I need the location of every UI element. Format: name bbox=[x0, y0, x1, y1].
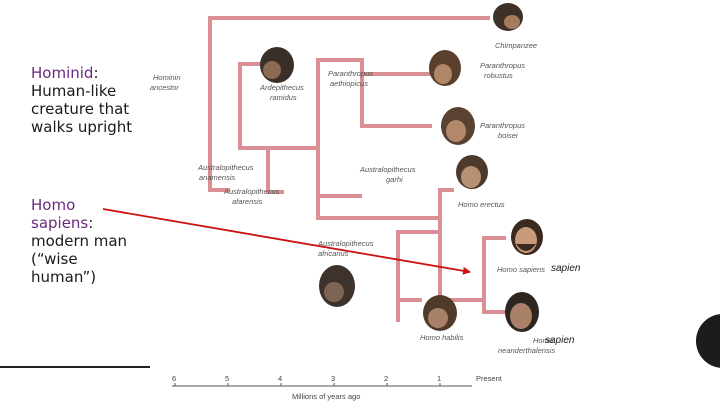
label-erectus: Homo erectus bbox=[458, 200, 505, 209]
label-anamensis-line1: Australopithecus bbox=[197, 163, 254, 172]
label-neanderthal-line1: Homo bbox=[533, 336, 553, 345]
aethiopicus-head-icon bbox=[429, 50, 461, 86]
neanderthal-head-icon bbox=[505, 292, 539, 332]
label-ardipithecus-line2: ramidus bbox=[270, 93, 297, 102]
label-habilis: Homo habilis bbox=[420, 333, 464, 342]
homo-sapiens-definition: Homo sapiens: modern man (“wise human”) bbox=[31, 196, 141, 286]
africanus-head-icon bbox=[319, 265, 355, 307]
label-hominin-ancestor-line1: Hominin bbox=[153, 73, 181, 82]
label-ardipithecus-line1: Ardepithecus bbox=[259, 83, 304, 92]
label-hominin-ancestor-line2: ancestor bbox=[150, 83, 179, 92]
tick-label-1: 1 bbox=[437, 374, 441, 383]
hominid-text: : Human-like creature that walks upright bbox=[31, 64, 133, 136]
habilis-head-icon bbox=[423, 295, 457, 331]
axis-title: Millions of years ago bbox=[292, 392, 360, 401]
label-aethiopicus-line1: Paranthropus bbox=[328, 69, 373, 78]
label-robustus-line1: Paranthropus bbox=[480, 61, 525, 70]
axis-tick-marks bbox=[174, 383, 441, 386]
species-heads bbox=[260, 3, 543, 332]
label-chimpanzee: Chimpanzee bbox=[495, 41, 537, 50]
ardipithecus-head-icon bbox=[260, 47, 294, 83]
overlay-label-sapien-2: sapien bbox=[545, 335, 575, 346]
label-anamensis-line2: anamensis bbox=[199, 173, 236, 182]
label-sapiens: Homo sapiens bbox=[497, 265, 545, 274]
label-africanus-line2: africanus bbox=[318, 249, 349, 258]
label-neanderthal-line2: neanderthalensis bbox=[498, 346, 555, 355]
label-africanus-line1: Australopithecus bbox=[317, 239, 374, 248]
homo-sapiens-term: Homo sapiens bbox=[31, 196, 89, 232]
species-labels: Chimpanzee Hominin ancestor Ardepithecus… bbox=[150, 41, 555, 355]
label-aethiopicus-line2: aethiopicus bbox=[330, 79, 368, 88]
homo-sapiens-text: : modern man (“wise human”) bbox=[31, 214, 128, 286]
label-boisei-line2: boisei bbox=[498, 131, 518, 140]
erectus-head-icon bbox=[456, 155, 488, 189]
label-garhi-line1: Australopithecus bbox=[359, 165, 416, 174]
pointer-arrow bbox=[102, 208, 471, 275]
tick-label-present: Present bbox=[476, 374, 503, 383]
hominid-term: Hominid bbox=[31, 64, 94, 82]
tick-label-6: 6 bbox=[172, 374, 176, 383]
hominid-definition: Hominid: Human-like creature that walks … bbox=[31, 64, 151, 136]
label-afarensis-line1: Australopithecus bbox=[223, 187, 280, 196]
footer-rule bbox=[0, 366, 150, 368]
tree-branches bbox=[208, 16, 506, 322]
label-robustus-line2: robustus bbox=[484, 71, 513, 80]
tick-label-2: 2 bbox=[384, 374, 388, 383]
chimpanzee-head-icon bbox=[493, 3, 523, 31]
sapiens-head-icon bbox=[511, 219, 543, 255]
tick-label-5: 5 bbox=[225, 374, 229, 383]
time-axis: 6 5 4 3 2 1 Present Millions of years ag… bbox=[172, 374, 503, 401]
tick-label-4: 4 bbox=[278, 374, 282, 383]
boisei-head-icon bbox=[441, 107, 475, 145]
overlay-label-sapien-1: sapien bbox=[551, 263, 581, 274]
label-afarensis-line2: afarensis bbox=[232, 197, 263, 206]
label-garhi-line2: garhi bbox=[386, 175, 403, 184]
tick-label-3: 3 bbox=[331, 374, 335, 383]
label-boisei-line1: Paranthropus bbox=[480, 121, 525, 130]
